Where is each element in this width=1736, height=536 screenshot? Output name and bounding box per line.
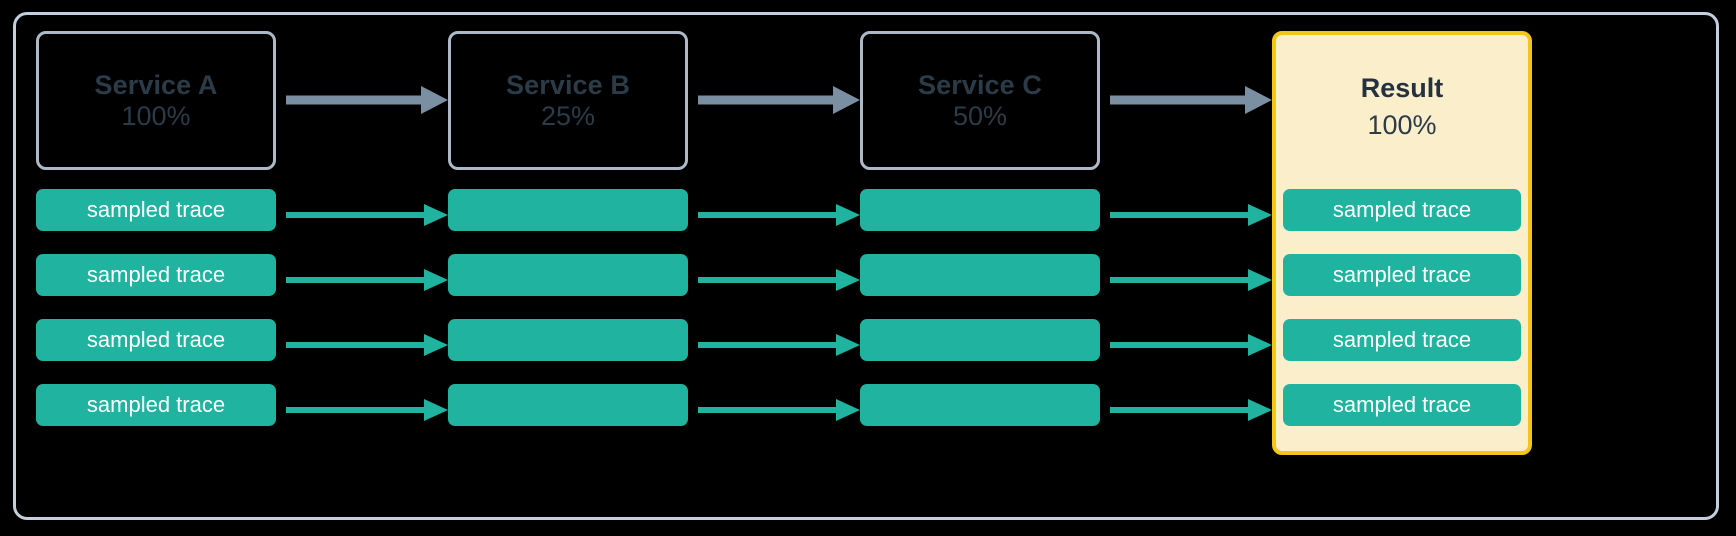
trace-chip-a-3[interactable]: sampled trace [36,319,276,361]
service-a-name: Service A [94,70,218,101]
trace-chip-a-1[interactable]: sampled trace [36,189,276,231]
flow-arrow-c-to-result [1110,86,1272,114]
trace-arrow-row2-c-to-result [1110,269,1272,291]
trace-arrow-row1-a-to-b [286,204,448,226]
trace-arrow-row3-b-to-c [698,334,860,356]
flow-arrow-a-to-b [286,86,448,114]
trace-chip-b-3[interactable] [448,319,688,361]
trace-chip-c-2[interactable] [860,254,1100,296]
trace-chip-result-1[interactable]: sampled trace [1283,189,1521,231]
trace-chip-result-3[interactable]: sampled trace [1283,319,1521,361]
service-box-service-b[interactable]: Service B 25% [448,31,688,170]
trace-arrow-row3-a-to-b [286,334,448,356]
trace-chip-c-4[interactable] [860,384,1100,426]
trace-chip-b-2[interactable] [448,254,688,296]
diagram-outer-frame [13,12,1719,520]
service-box-service-c[interactable]: Service C 50% [860,31,1100,170]
trace-chip-b-1[interactable] [448,189,688,231]
trace-chip-result-2[interactable]: sampled trace [1283,254,1521,296]
service-a-percent: 100% [121,100,191,131]
trace-arrow-row4-a-to-b [286,399,448,421]
result-percent: 100% [1367,110,1437,140]
trace-arrow-row3-c-to-result [1110,334,1272,356]
trace-arrow-row1-b-to-c [698,204,860,226]
trace-arrow-row1-c-to-result [1110,204,1272,226]
trace-arrow-row4-c-to-result [1110,399,1272,421]
service-c-name: Service C [918,70,1042,101]
trace-chip-c-3[interactable] [860,319,1100,361]
trace-arrow-row2-b-to-c [698,269,860,291]
trace-chip-result-4[interactable]: sampled trace [1283,384,1521,426]
service-b-name: Service B [506,70,630,101]
trace-chip-b-4[interactable] [448,384,688,426]
result-title: Result [1360,73,1444,103]
flow-arrow-b-to-c [698,86,860,114]
trace-chip-c-1[interactable] [860,189,1100,231]
trace-chip-a-2[interactable]: sampled trace [36,254,276,296]
service-box-service-a[interactable]: Service A 100% [36,31,276,170]
service-b-percent: 25% [540,100,596,131]
service-c-percent: 50% [952,100,1008,131]
trace-arrow-row4-b-to-c [698,399,860,421]
trace-arrow-row2-a-to-b [286,269,448,291]
trace-chip-a-4[interactable]: sampled trace [36,384,276,426]
